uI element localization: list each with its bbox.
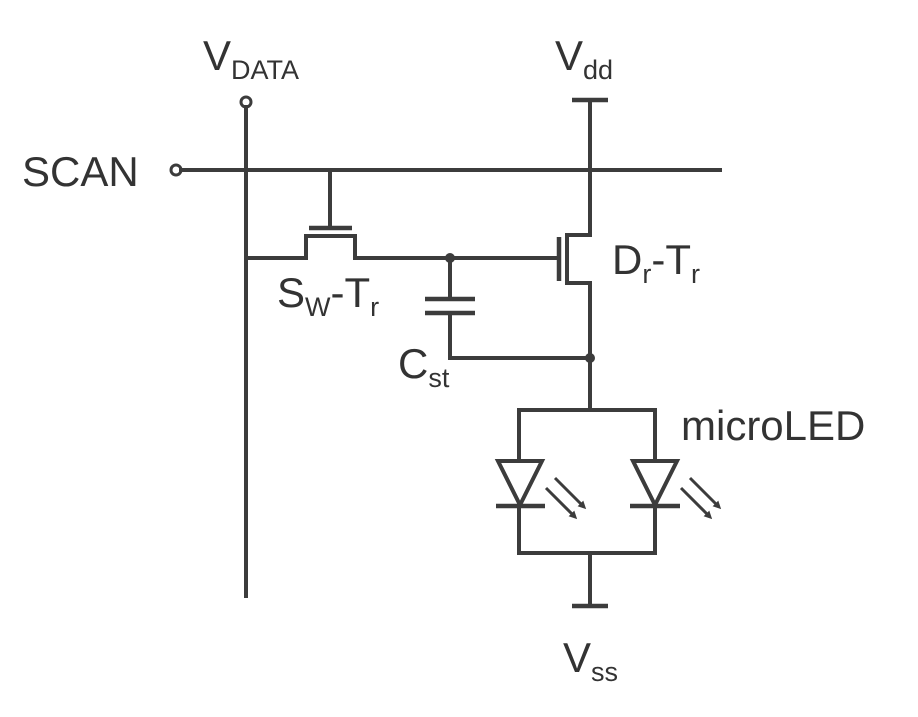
led-right-arrow-1 <box>688 476 722 510</box>
cst-top-node <box>445 253 455 263</box>
vdata-label: VDATA <box>203 32 299 85</box>
led-left-arrow-1 <box>553 476 587 510</box>
scan-label: SCAN <box>22 148 139 195</box>
sw-tr-label-r: r <box>370 292 379 322</box>
led-left-arrow-2 <box>544 486 578 520</box>
dr-tr-label-r1: r <box>642 259 651 289</box>
vss-label-main: V <box>563 634 591 681</box>
led-frame-bottom <box>517 483 657 555</box>
cst-bottom-wire <box>448 311 592 360</box>
led-frame-top <box>517 408 657 487</box>
sw-tr-label-s: S <box>277 269 305 316</box>
vdd-label: Vdd <box>555 32 613 85</box>
cst-label: Cst <box>398 340 450 393</box>
cst-label-sub: st <box>428 363 450 393</box>
cst-label-main: C <box>398 340 428 387</box>
dr-channel <box>565 225 592 412</box>
led-left-diode <box>494 459 546 510</box>
microled-label: microLED <box>681 402 865 449</box>
sw-tr-label-w: W <box>305 292 331 322</box>
vss-label: Vss <box>563 634 618 687</box>
vdata-label-sub: DATA <box>231 55 299 85</box>
vdd-label-main: V <box>555 32 583 79</box>
sw-channel <box>244 234 452 260</box>
vdd-label-sub: dd <box>583 55 613 85</box>
dr-tr-label-d: D <box>612 236 642 283</box>
vdata-label-main: V <box>203 32 231 79</box>
cst-bottom-node <box>585 353 595 363</box>
led-right-arrow-2 <box>679 486 713 520</box>
vss-label-sub: ss <box>591 657 618 687</box>
dr-tr-label-t: -T <box>651 236 691 283</box>
dr-tr-label-r2: r <box>691 259 700 289</box>
dr-tr-label: Dr-Tr <box>612 236 700 289</box>
sw-tr-label-t: -T <box>331 269 371 316</box>
sw-tr-label: SW-Tr <box>277 269 379 322</box>
led-right-diode <box>629 459 681 510</box>
